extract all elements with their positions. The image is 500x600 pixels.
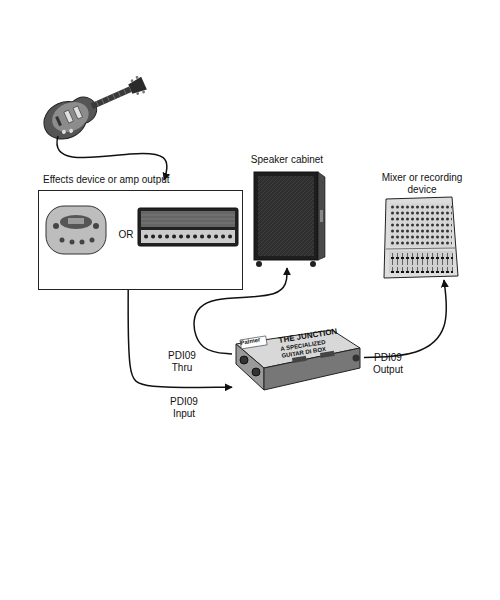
mixer-illustration-part xyxy=(389,251,453,273)
speaker-cabinet-illustration-part xyxy=(254,172,318,260)
node-heading: Mixer or recording device xyxy=(378,172,466,195)
multi-effects-illustration-part xyxy=(70,240,75,245)
signal-cable xyxy=(128,290,232,387)
guitar-illustration-part xyxy=(135,76,139,80)
multi-effects-illustration-part xyxy=(60,238,65,243)
jack-socket xyxy=(353,355,360,362)
signal-cable xyxy=(364,280,446,358)
speaker-cabinet-illustration xyxy=(254,172,325,267)
mixer-illustration-part xyxy=(386,248,455,249)
speaker-cabinet-illustration-part xyxy=(258,176,314,256)
guitar-illustration-part xyxy=(142,90,146,94)
guitar-illustration-part xyxy=(68,128,73,133)
amp-head-illustration-part xyxy=(141,230,235,243)
node-heading: Speaker cabinet xyxy=(242,154,332,166)
device-group-box: Effects device or amp outputOR xyxy=(38,190,243,290)
multi-effects-illustration-part xyxy=(93,223,99,229)
mixer-illustration-part xyxy=(384,197,458,278)
port-label: PDI09 Input xyxy=(166,396,202,419)
guitar-illustration-part xyxy=(96,89,126,107)
guitar-illustration-part xyxy=(55,116,62,126)
or-text: OR xyxy=(109,229,143,241)
speaker-cabinet-illustration-part xyxy=(318,172,325,260)
mixer-node: Mixer or recording device xyxy=(378,172,466,280)
amp-head-illustration-part xyxy=(138,208,238,246)
jack-socket xyxy=(240,356,248,364)
port-label: PDI09 Output xyxy=(368,352,408,375)
brand-logo-text: Palmer xyxy=(240,335,271,347)
multi-effects-illustration xyxy=(46,206,106,254)
speaker-cabinet-illustration-part xyxy=(320,210,323,222)
guitar-illustration xyxy=(38,68,152,145)
guitar-illustration-part xyxy=(47,96,93,137)
guitar-illustration-part xyxy=(64,110,73,123)
speaker-cabinet-illustration-part xyxy=(256,261,262,267)
guitar-illustration-part xyxy=(130,79,134,83)
amp-head-illustration-part xyxy=(141,211,235,227)
amp-head-illustration xyxy=(138,208,238,246)
guitar-illustration-part xyxy=(136,92,140,96)
speaker-cabinet-illustration-part xyxy=(310,261,316,267)
mixer-illustration-part xyxy=(390,203,452,247)
guitar-illustration-part xyxy=(61,129,66,134)
guitar-illustration-part xyxy=(127,77,146,96)
multi-effects-illustration-part xyxy=(80,240,85,245)
amp-head-illustration-part xyxy=(146,235,230,239)
amp-head-illustration-part xyxy=(141,215,235,223)
guitar-illustration-part xyxy=(73,106,82,119)
mixer-illustration xyxy=(384,197,458,278)
multi-effects-illustration-part xyxy=(68,218,84,224)
di-box-side xyxy=(236,344,264,390)
group-heading: Effects device or amp output xyxy=(43,174,243,186)
speaker-cabinet-node: Speaker cabinet xyxy=(248,154,326,268)
jack-socket xyxy=(252,368,260,376)
multi-effects-illustration-part xyxy=(60,215,92,229)
multi-effects-illustration-part xyxy=(53,223,59,229)
guitar-illustration-part xyxy=(91,86,132,109)
signal-cable xyxy=(194,268,287,354)
multi-effects-illustration-part xyxy=(90,238,95,243)
multi-effects-illustration-part xyxy=(46,206,106,254)
port-label: PDI09 Thru xyxy=(164,350,200,373)
guitar-cable xyxy=(57,136,167,180)
